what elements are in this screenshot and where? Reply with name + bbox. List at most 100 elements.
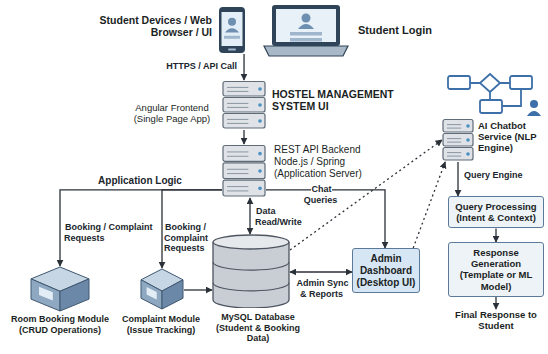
flow-step: [510, 76, 532, 89]
server-vent: [447, 153, 461, 157]
dotted-connector: [413, 162, 445, 248]
connector-arrow: [457, 162, 458, 196]
input-field: [290, 38, 322, 42]
cube-side: [31, 279, 60, 311]
edge-label-box: HTTPS / API Call: [140, 61, 238, 72]
server-vent: [227, 87, 248, 91]
flow-decision: [480, 74, 500, 92]
flow-step: [480, 100, 502, 113]
node-label: Student Login: [358, 24, 442, 37]
connector-arrow: [495, 297, 496, 309]
process-box: Response Generation (Template or ML Mode…: [448, 242, 544, 297]
user-body: [298, 24, 314, 29]
server-unit: [223, 163, 265, 179]
server-led: [258, 87, 262, 91]
database-cylinder: MySQL Database (Student & Booking Data): [212, 234, 290, 308]
db-body: [213, 242, 289, 308]
server-led: [258, 103, 262, 107]
server-unit: [223, 180, 265, 196]
server-unit: [223, 146, 265, 162]
server-vent: [227, 169, 248, 173]
server-unit: [443, 120, 473, 133]
phone-button: [228, 49, 236, 51]
cube-side: [141, 280, 162, 309]
cube-side: [162, 280, 183, 309]
server-led: [466, 138, 470, 142]
server-unit: [223, 114, 265, 129]
dashboard-box: Admin Dashboard (Desktop UI): [352, 248, 420, 293]
connector-arrow: [290, 271, 352, 272]
person-head: [530, 100, 538, 108]
server-vent: [227, 103, 248, 107]
user-head: [228, 18, 236, 26]
process-box: Query Processing (Intent & Context): [448, 196, 544, 228]
connector-arrow: [495, 228, 496, 242]
laptop-icon: [262, 4, 350, 58]
node-label: AI Chatbot Service (NLP Engine): [478, 120, 544, 154]
flow-step: [448, 76, 470, 89]
laptop-icon: Student Login: [262, 4, 350, 58]
server-led: [466, 124, 470, 128]
db-band: [213, 283, 289, 291]
server-led: [258, 169, 262, 173]
server-led: [258, 152, 262, 156]
edge-label-box: Data Read/Write: [255, 206, 305, 227]
laptop-lid: [272, 5, 340, 46]
connector-arrow: [60, 190, 222, 266]
connector-arrow: [243, 130, 244, 144]
db-top: [213, 235, 289, 249]
phone-icon: [218, 6, 246, 54]
cube-window: [39, 287, 53, 301]
server-icon: [222, 80, 266, 130]
node-label: Admin Dashboard (Desktop UI): [356, 253, 416, 288]
cube-window: [147, 287, 157, 300]
server-vent: [227, 187, 248, 191]
node-heading: HOSTEL MANAGEMENT SYSTEM UI: [272, 88, 408, 113]
edge-label-box: Booking / Complaint Requests: [164, 222, 210, 254]
edge-label-box: Chat Queries: [292, 184, 350, 205]
server-unit: [223, 82, 265, 97]
server-unit: [223, 98, 265, 113]
input-field: [224, 36, 240, 39]
node-label: Room Booking Module (CRUD Operations): [4, 314, 116, 335]
laptop-base: [264, 46, 348, 56]
user-body: [225, 28, 239, 32]
server-vent: [227, 152, 248, 156]
node-label: Query Processing (Intent & Context): [452, 201, 540, 223]
server-icon: AI Chatbot Service (NLP Engine): [442, 118, 474, 162]
node-label: REST API Backend Node.js / Spring (Appli…: [274, 144, 378, 179]
server-icon: [222, 144, 266, 198]
connector-arrow: [243, 54, 244, 80]
server-icon: Angular Frontend (Single Page App)HOSTEL…: [222, 80, 266, 130]
server-icon: [442, 118, 474, 162]
module-icon: Room Booking Module (CRUD Operations): [30, 266, 90, 312]
server-led: [258, 187, 262, 191]
node-label: Complaint Module (Issue Tracking): [120, 314, 202, 335]
user-head: [302, 14, 311, 23]
node-label: Final Response to Student: [452, 309, 540, 331]
node-label: Student Devices / Web Browser / UI: [98, 14, 212, 39]
node-label: MySQL Database (Student & Booking Data): [205, 312, 311, 344]
cube-icon: [140, 268, 184, 310]
server-unit: [443, 148, 473, 161]
edge-label-box: Admin Sync & Reports: [294, 278, 350, 299]
edge-label: Booking / Complaint Requests: [164, 222, 208, 253]
db-band: [213, 262, 289, 270]
server-icon: REST API Backend Node.js / Spring (Appli…: [222, 144, 266, 198]
phone-body: [219, 7, 245, 53]
db-icon: [212, 234, 290, 308]
server-led: [466, 152, 470, 156]
server-vent: [447, 139, 461, 143]
input-field: [290, 32, 322, 36]
person-body: [527, 111, 541, 116]
server-vent: [447, 125, 461, 129]
section-label: Application Logic: [90, 175, 190, 187]
server-vent: [227, 119, 248, 123]
connector-arrow: [249, 198, 250, 234]
module-icon: Complaint Module (Issue Tracking): [140, 268, 184, 310]
flow-link: [470, 83, 521, 106]
edge-label: HTTPS / API Call: [165, 61, 238, 71]
node-label: Angular Frontend (Single Page App): [128, 102, 216, 124]
cube-icon: [30, 266, 90, 312]
